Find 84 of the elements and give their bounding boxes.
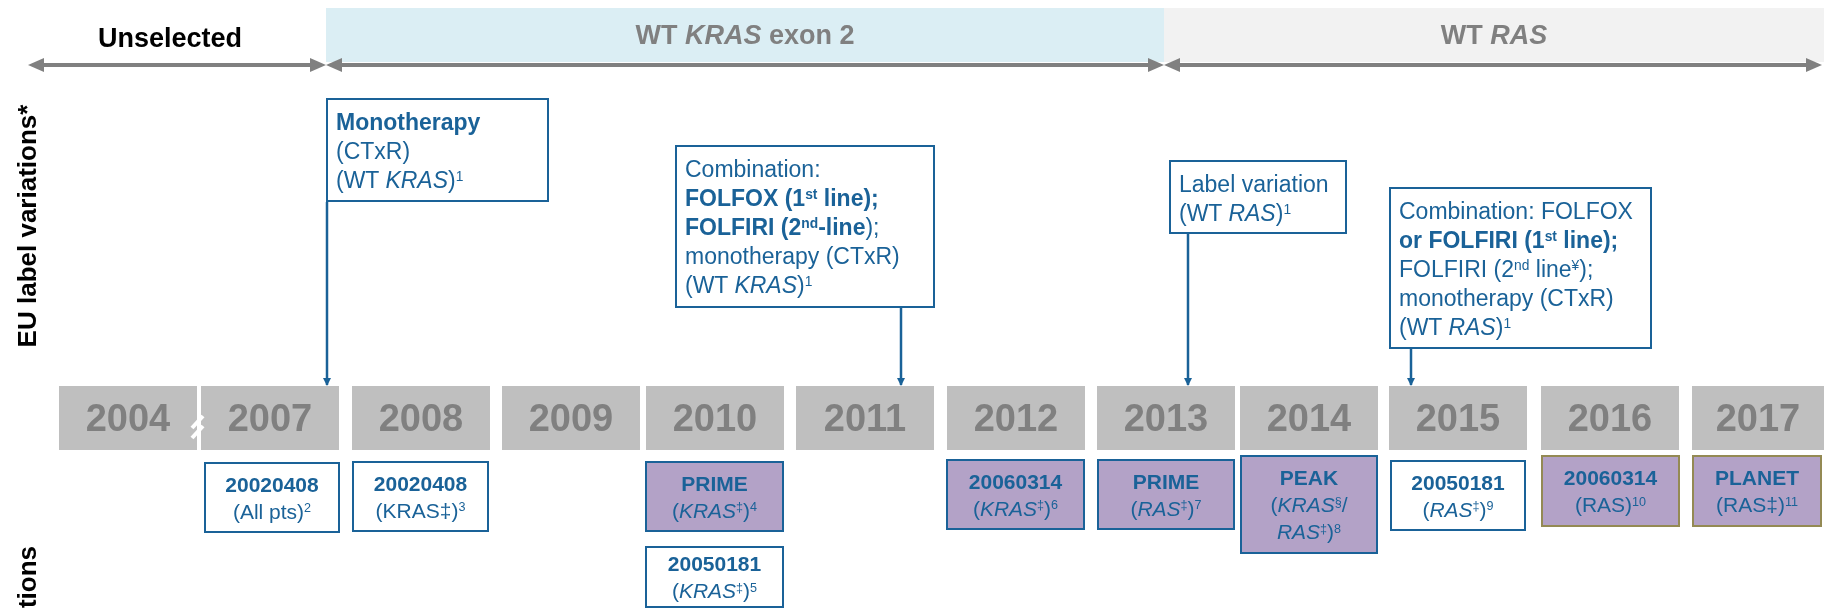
year-box xyxy=(502,386,640,450)
trial-text: PRIME xyxy=(681,470,748,497)
trial-box xyxy=(1541,455,1680,527)
trial-text: (All pts)$^{2}$ xyxy=(232,498,312,525)
trial-box xyxy=(352,461,489,532)
trial-box xyxy=(1692,455,1822,527)
callout-text: FOLFIRI (2$^{nd}$-line); xyxy=(685,213,881,242)
year-label: 2016 xyxy=(1567,395,1653,441)
period-band xyxy=(1164,8,1824,62)
trial-text: 20020408 xyxy=(225,471,319,498)
callout-text: Combination: FOLFOX xyxy=(1399,197,1634,226)
year-label: 2007 xyxy=(227,395,313,441)
trial-text: PRIME xyxy=(1132,468,1200,495)
year-label: 2008 xyxy=(378,395,464,441)
callout-box xyxy=(326,98,549,202)
trial-text: (KRAS‡)$^{3}$ xyxy=(375,497,466,524)
callout-box xyxy=(1389,187,1652,349)
arrow xyxy=(897,308,905,386)
trial-text: (KRAS$^{§}$/ RAS$^{‡}$)$^{8}$ xyxy=(1269,492,1349,545)
arrow xyxy=(323,202,331,386)
year-box xyxy=(1097,386,1235,450)
trial-box xyxy=(204,462,340,533)
year-label: 2010 xyxy=(672,395,758,441)
year-label: 2013 xyxy=(1123,395,1209,441)
year-box xyxy=(1692,386,1824,450)
callout-box xyxy=(675,145,935,308)
arrow xyxy=(1407,349,1415,386)
year-label: 2004 xyxy=(85,395,171,441)
callout-text: (WT RAS)$^{1}$ xyxy=(1179,199,1293,228)
callout-text: Combination: xyxy=(685,155,822,184)
year-box xyxy=(646,386,784,450)
callout-text: FOLFIRI (2$^{nd}$ line$^{¥}$); xyxy=(1399,255,1595,284)
trial-text: (RAS)$^{10}$ xyxy=(1574,492,1647,518)
year-box xyxy=(201,386,339,450)
trial-text: 20060314 xyxy=(1563,465,1658,491)
trial-text: PLANET xyxy=(1715,465,1799,491)
period-label: WT KRAS exon 2 xyxy=(635,18,855,52)
period-label: WT RAS xyxy=(1440,18,1548,52)
trial-text: (KRAS$^{‡}$)$^{5}$ xyxy=(671,578,758,604)
year-label: 2011 xyxy=(823,395,907,441)
trial-text: 20050181 xyxy=(1411,469,1505,496)
trial-text: (RAS$^{‡}$)$^{9}$ xyxy=(1422,496,1494,523)
trial-box xyxy=(1240,455,1378,554)
callout-box xyxy=(1169,160,1347,234)
callout-text: or FOLFIRI (1$^{st}$ line); xyxy=(1399,226,1620,255)
trial-text: 20050181 xyxy=(667,551,762,577)
callout-text: Label variation xyxy=(1179,170,1330,199)
trial-text: (KRAS$^{‡}$)$^{6}$ xyxy=(972,495,1059,522)
year-box xyxy=(1240,386,1378,450)
trial-text: (RAS$^{‡}$)$^{7}$ xyxy=(1130,495,1202,522)
trial-text: 20020408 xyxy=(373,470,468,497)
trial-text: PEAK xyxy=(1279,465,1339,491)
trial-text: (KRAS$^{‡}$)$^{4}$ xyxy=(671,497,758,524)
year-box xyxy=(1389,386,1527,450)
year-box xyxy=(1541,386,1679,450)
year-box xyxy=(796,386,934,450)
callout-text: (WT KRAS)$^{1}$ xyxy=(336,166,465,195)
year-label: 2009 xyxy=(528,395,614,441)
section-label: Unselected xyxy=(96,22,244,55)
callout-text: Monotherapy xyxy=(336,108,482,137)
callout-text: FOLFOX (1$^{st}$ line); xyxy=(685,184,880,213)
callout-text: (WT KRAS)$^{1}$ xyxy=(685,271,814,300)
trial-text: 20060314 xyxy=(968,468,1063,495)
axis-title: tions xyxy=(12,544,42,608)
arrow xyxy=(1184,234,1192,386)
year-label: 2015 xyxy=(1415,395,1501,441)
year-box xyxy=(59,386,197,450)
period-band xyxy=(326,8,1164,62)
callout-text: (CTxR) xyxy=(336,137,412,166)
year-label: 2012 xyxy=(973,395,1059,441)
trial-box xyxy=(645,546,784,608)
callout-text: (WT RAS)$^{1}$ xyxy=(1399,313,1513,342)
axis-title: EU label variations* xyxy=(12,103,42,350)
trial-text: (RAS‡)$^{11}$ xyxy=(1716,492,1798,518)
year-label: 2014 xyxy=(1266,395,1352,441)
callout-text: monotherapy (CTxR) xyxy=(1399,284,1615,313)
trial-box xyxy=(645,461,784,532)
trial-box xyxy=(1390,460,1526,531)
trial-box xyxy=(946,459,1085,530)
year-box xyxy=(947,386,1085,450)
callout-text: monotherapy (CTxR) xyxy=(685,242,901,271)
year-label: 2017 xyxy=(1715,395,1801,441)
trial-box xyxy=(1097,459,1235,530)
year-box xyxy=(352,386,490,450)
